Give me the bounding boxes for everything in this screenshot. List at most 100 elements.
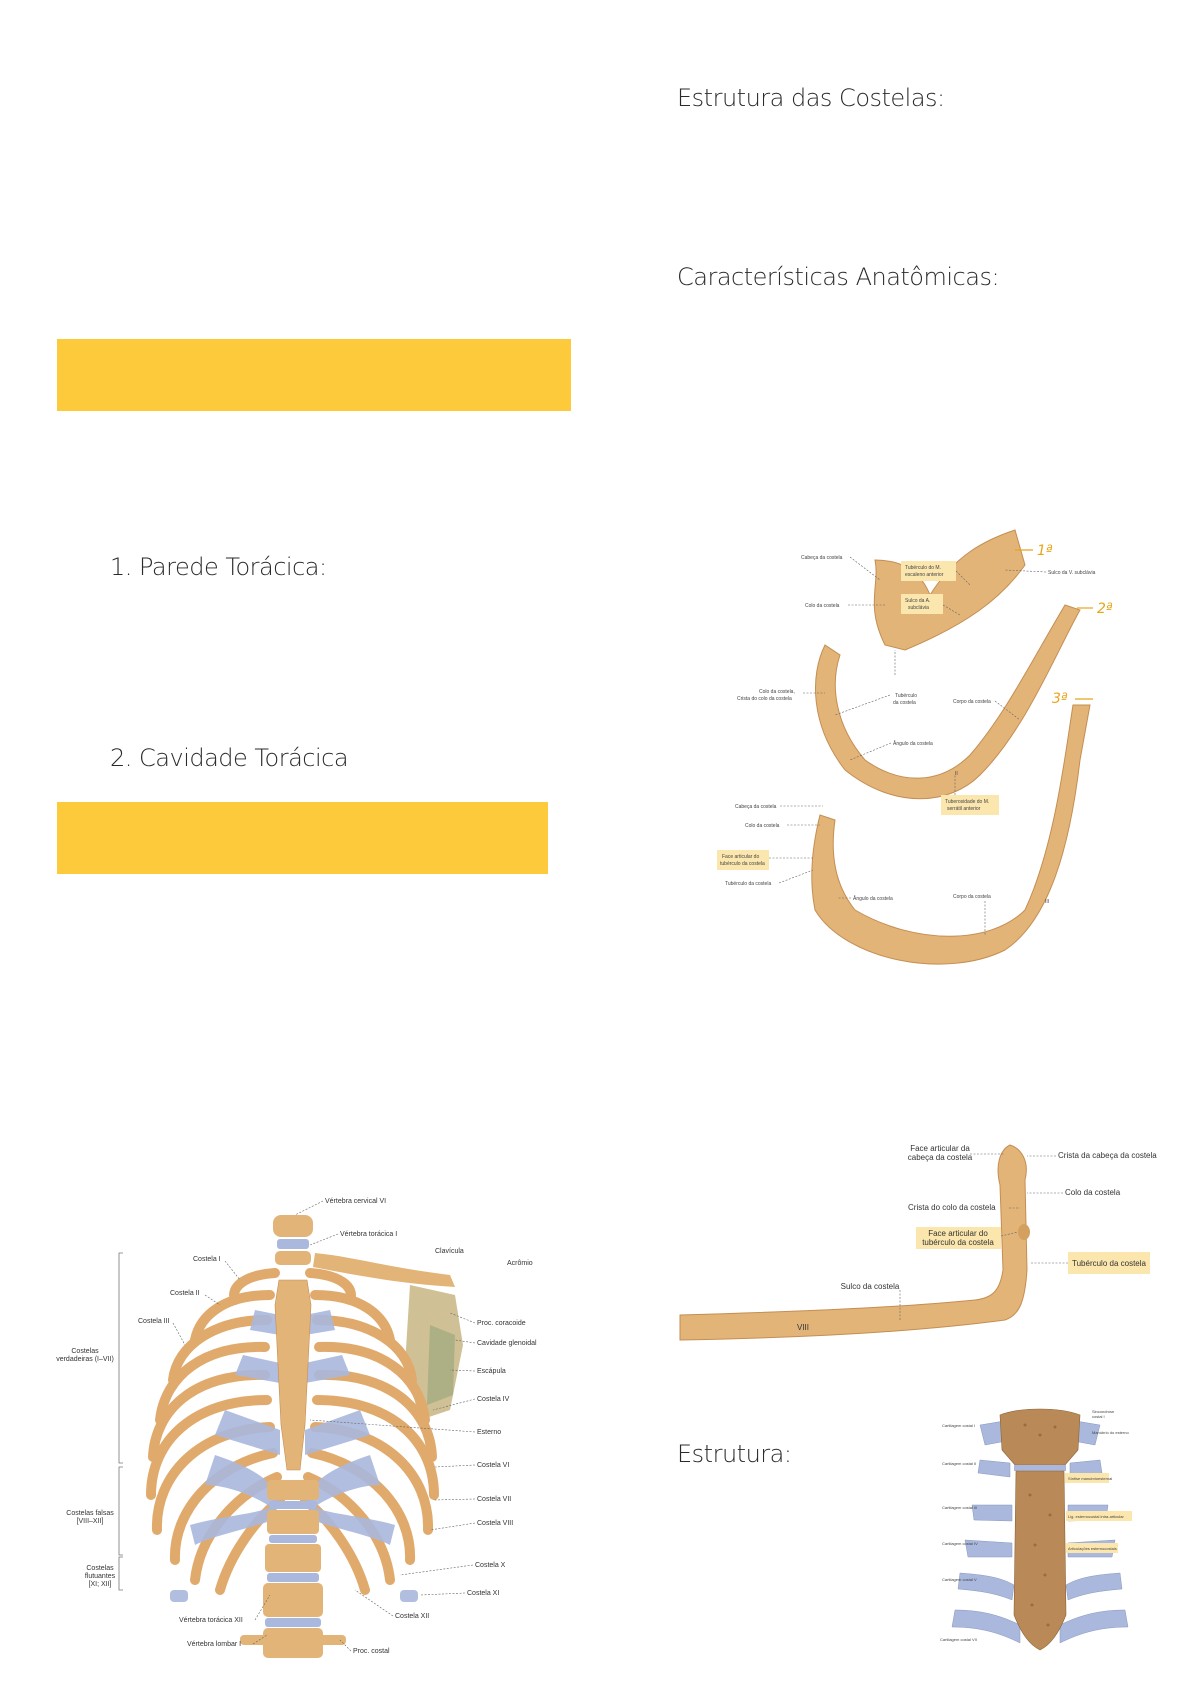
ribs-label-tub-escaleno-1: Tubérculo do M. [905, 565, 941, 571]
ribs-label-num-ii: II [955, 771, 958, 777]
ribs-label-tuberosidade-2: serrátil anterior [947, 806, 981, 812]
label-proc-coracoide: Proc. coracoide [477, 1320, 526, 1327]
label-esterno: Esterno [477, 1429, 501, 1436]
ribs-label-colo-crista-2: Crista do colo da costela [737, 696, 792, 702]
label-costela6: Costela VI [477, 1462, 509, 1469]
ribs-label-corpo2: Corpo da costela [953, 894, 991, 900]
label-verdadeiras-2: verdadeiras (I–VII) [56, 1356, 114, 1363]
label-vtoracica1: Vértebra torácica I [340, 1231, 397, 1238]
costal-cartilages [170, 1310, 418, 1602]
sternum-label-cart4: Cartilagem costal IV [942, 1541, 978, 1546]
label-costela4: Costela IV [477, 1396, 510, 1403]
ribs-label-tuberosidade-1: Tuberosidade do M. [945, 799, 989, 805]
rib8-label-face-cabeca-2: cabeça da costela [908, 1153, 973, 1162]
rib8-label-sulco: Sulco da costela [841, 1282, 900, 1291]
heading-caracteristicas: Características Anatômicas: [677, 263, 1000, 291]
sternum-label-manubrio: Manúbrio do esterno [1092, 1430, 1129, 1435]
label-flutuantes-2: flutuantes [85, 1573, 116, 1580]
rib8-label-tuberculo: Tubérculo da costela [1072, 1259, 1147, 1268]
ribs-label-tuberculo-2: da costela [893, 700, 916, 706]
sternum-label-cart3: Cartilagem costal III [942, 1505, 977, 1510]
label-vlombar1: Vértebra lombar I [187, 1641, 241, 1648]
ribs-label-angulo1: Ângulo da costela [893, 740, 933, 747]
rib8-label-crista-colo: Crista do colo da costela [908, 1203, 996, 1212]
handwritten-1: 1ª [1037, 543, 1053, 559]
label-costela7: Costela VII [477, 1496, 511, 1503]
callout-tuberculo [1068, 1252, 1150, 1274]
ribs-label-tuberculo-1: Tubérculo [895, 693, 917, 699]
sternum-label-sincondrose-2: costal I [1092, 1414, 1105, 1419]
callout-artic [1066, 1543, 1118, 1553]
rib8-label-num-viii: VIII [797, 1323, 809, 1332]
ribs-label-colo-crista-1: Colo da costela, [759, 689, 795, 695]
ribs-svg: 1ª 2ª 3ª Cabeça da costela Tubérculo do … [717, 529, 1113, 965]
label-falsas-2: [VIII–XII] [77, 1518, 104, 1525]
callout-tub-escaleno [901, 561, 956, 581]
label-costela8: Costela VIII [477, 1520, 513, 1527]
label-costela3: Costela III [138, 1318, 170, 1325]
rib8-label-face-tub-2: tubérculo da costela [922, 1238, 994, 1247]
sternum-label-cart2: Cartilagem costal II [942, 1461, 976, 1466]
sternum-label-lig: Lig. esternocostal intra-articular [1068, 1514, 1124, 1519]
label-acromio: Acrômio [507, 1260, 533, 1267]
callout-lig [1066, 1511, 1132, 1521]
thorax-figure: Vértebra cervical VI Vértebra torácica I… [55, 1195, 590, 1665]
sternum-figure: Sincondrose costal I Manúbrio do esterno… [940, 1405, 1135, 1660]
ribs-label-corpo1: Corpo da costela [953, 699, 991, 705]
rib-3-shape [811, 704, 1091, 965]
sternum-label-sincondrose-1: Sincondrose [1092, 1409, 1115, 1414]
highlight-bar-bottom [57, 802, 548, 874]
callout-face-articular [717, 850, 769, 870]
ribs-label-cabeca2: Cabeça da costela [735, 804, 777, 810]
ribs-label-sulco-subclavia: Sulco da V. subclávia [1048, 570, 1096, 576]
sternum-body-shape [1013, 1470, 1067, 1651]
ribs-label-face-art-1: Face articular do [722, 854, 759, 860]
label-clavicula: Clavícula [435, 1248, 464, 1255]
rib8-figure: Face articular da cabeça da costela Cris… [675, 1140, 1165, 1355]
rib8-label-colo: Colo da costela [1065, 1188, 1121, 1197]
rib8-svg: Face articular da cabeça da costela Cris… [679, 1144, 1157, 1341]
callout-face-tub [916, 1227, 1001, 1249]
ribs-label-cabeca1: Cabeça da costela [801, 555, 843, 561]
clavicle-shape [313, 1253, 455, 1287]
ribs-label-face-art-2: tubérculo da costela [720, 861, 765, 867]
label-costela2: Costela II [170, 1290, 200, 1297]
callout-sinfise [1065, 1473, 1109, 1483]
sternum-label-cart7: Cartilagem costal VII [940, 1637, 977, 1642]
label-costela11: Costela XI [467, 1590, 499, 1597]
ribs-label-tub-escaleno-2: escaleno anterior [905, 572, 944, 578]
sternum-label-cart1: Cartilagem costal I [942, 1423, 975, 1428]
sternum-label-cart5: Cartilagem costal V [942, 1577, 977, 1582]
label-falsas-1: Costelas falsas [66, 1510, 114, 1517]
rib-2-shape [815, 604, 1081, 800]
heading-cavidade-toracica: 2. Cavidade Torácica [110, 744, 349, 772]
sternum-label-sinfise: Sínfise manubrioesternal [1068, 1476, 1112, 1481]
rib8-label-crista-cabeca: Crista da cabeça da costela [1058, 1151, 1157, 1160]
sternum-label-artic: Articulações esternocostais [1068, 1546, 1117, 1551]
ribs-label-colo2: Colo da costela [745, 823, 780, 829]
manubrium-shape [999, 1408, 1081, 1466]
rib8-label-face-cabeca-1: Face articular da [910, 1144, 970, 1153]
label-vcervical: Vértebra cervical VI [325, 1198, 386, 1205]
ribs-label-sulco-a-2: subclávia [908, 605, 929, 611]
sternum-svg: Sincondrose costal I Manúbrio do esterno… [940, 1408, 1132, 1651]
callout-tuberosidade [941, 795, 999, 815]
rib8-shape [679, 1144, 1028, 1341]
heading-parede-toracica: 1. Parede Torácica: [110, 553, 327, 581]
ribs-label-num-iii: III [1045, 899, 1049, 905]
label-costela12: Costela XII [395, 1613, 429, 1620]
label-verdadeiras-1: Costelas [71, 1348, 99, 1355]
rib8-label-face-tub-1: Face articular do [928, 1229, 988, 1238]
rib-1-shape [873, 529, 1026, 651]
label-vtoracica12: Vértebra torácica XII [179, 1617, 243, 1624]
label-escapula: Escápula [477, 1368, 506, 1375]
thorax-svg: Vértebra cervical VI Vértebra torácica I… [56, 1198, 537, 1658]
ribs-figure: 1ª 2ª 3ª Cabeça da costela Tubérculo do … [715, 525, 1135, 995]
label-costela10: Costela X [475, 1562, 506, 1569]
ribs-label-angulo2: Ângulo da costela [853, 895, 893, 902]
ribs-label-colo1: Colo da costela [805, 603, 840, 609]
heading-estrutura: Estrutura: [677, 1440, 792, 1468]
heading-estrutura-costelas: Estrutura das Costelas: [677, 84, 945, 112]
ribs-label-sulco-a-1: Sulco da A. [905, 598, 930, 604]
handwritten-2: 2ª [1097, 601, 1113, 617]
